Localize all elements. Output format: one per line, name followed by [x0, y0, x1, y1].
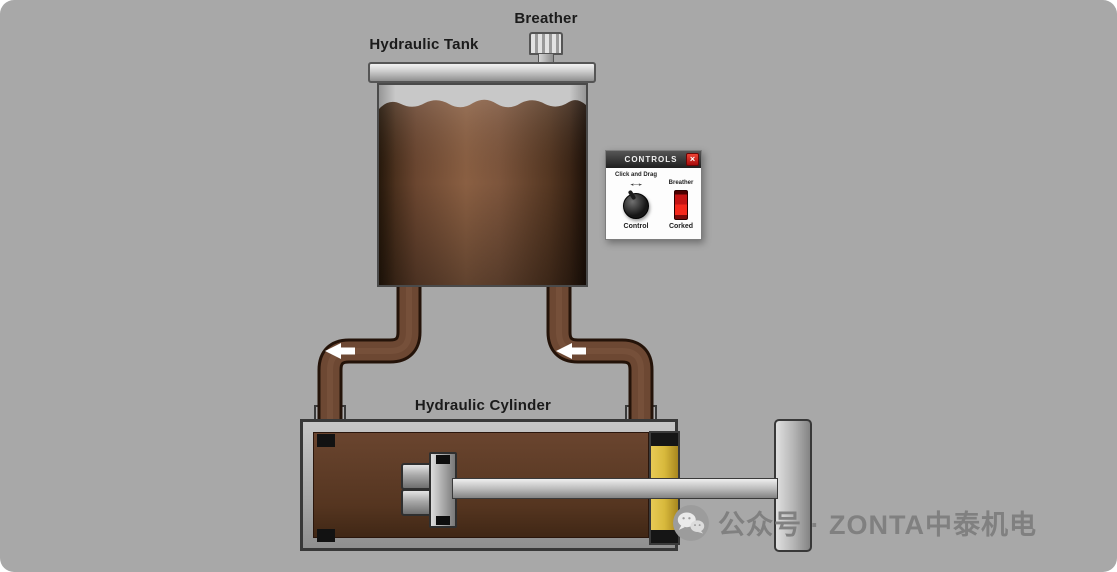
knob-hint-label: Click and Drag [614, 172, 657, 178]
control-knob[interactable] [623, 189, 649, 219]
hydraulic-cylinder-label: Hydraulic Cylinder [414, 397, 552, 414]
piston-nut-lower [401, 489, 433, 516]
wechat-icon [673, 504, 709, 541]
tank-fluid [379, 85, 586, 285]
flow-arrow-right [556, 343, 586, 359]
controls-window-body: Click and Drag ↔ Control Breather Corked [606, 168, 701, 239]
gland-cap-bottom [651, 530, 678, 543]
piston-rod [452, 478, 778, 499]
breather-toggle-switch[interactable] [674, 190, 688, 220]
close-icon[interactable]: × [686, 153, 699, 166]
piston-bolt-top [436, 455, 450, 464]
watermark-text: 公众号 · ZONTA中泰机电 [718, 510, 1037, 540]
seal-top-left [317, 434, 335, 447]
knob-label: Control [623, 223, 649, 230]
hydraulic-tank-label: Hydraulic Tank [369, 36, 479, 53]
gland-cap-top [651, 433, 678, 446]
tank-body [377, 83, 588, 287]
seal-bottom-left [317, 529, 335, 542]
breather-switch-name: Breather [668, 180, 694, 186]
knob-pointer-icon [627, 189, 637, 201]
drag-direction-icon: ↔ [626, 178, 646, 188]
breather-cap[interactable] [529, 32, 563, 55]
flow-arrow-left [325, 343, 355, 359]
controls-window: CONTROLS × Click and Drag ↔ Control Brea… [605, 150, 702, 240]
controls-window-title: CONTROLS [624, 155, 678, 164]
breather-label: Breather [514, 10, 578, 27]
breather-switch-state: Corked [668, 223, 694, 230]
piston-bolt-bottom [436, 516, 450, 525]
watermark: 公众号 · ZONTA中泰机电 [672, 503, 1037, 542]
tank-lid [368, 62, 596, 83]
controls-window-titlebar[interactable]: CONTROLS × [606, 151, 701, 168]
